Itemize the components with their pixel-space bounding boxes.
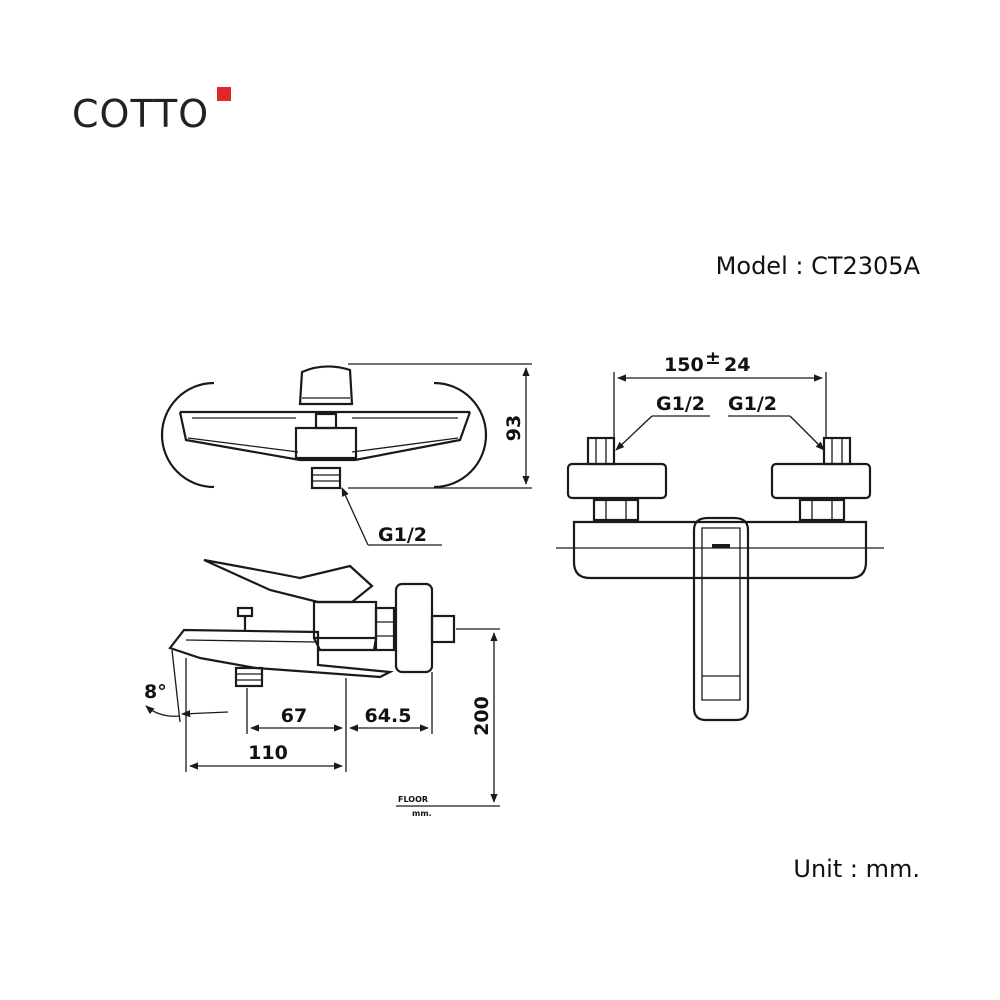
front-inlet-left: [586, 436, 616, 466]
front-inlet-right: [822, 436, 852, 466]
side-outlet: [234, 666, 264, 688]
brand-logo-text: COTTO: [72, 92, 210, 136]
front-flange-left: [566, 462, 668, 500]
front-spout: [692, 516, 750, 722]
side-lever: [203, 558, 374, 604]
front-inlet-left-label: G1/2: [656, 393, 705, 415]
side-body: [312, 600, 378, 640]
side-wall-flange: [394, 582, 434, 674]
front-body: [572, 520, 868, 580]
dim-64-5-text: 64.5: [365, 705, 412, 727]
top-outlet: [310, 466, 342, 490]
floor-label: FLOOR: [398, 795, 428, 804]
dim-tolerance-text: 24: [724, 354, 750, 376]
top-handle: [298, 365, 354, 406]
svg-text:±: ±: [705, 347, 721, 369]
front-view: 150 ± 24 G1/2 G1/2: [556, 347, 884, 722]
floor-unit: mm.: [412, 809, 432, 818]
dim-angle-text: 8°: [144, 681, 167, 703]
dim-200-text: 200: [471, 696, 493, 736]
top-body: [178, 410, 472, 462]
top-outlet-label: G1/2: [378, 524, 427, 546]
top-left-disc: [160, 381, 215, 489]
top-right-disc: [433, 381, 488, 489]
side-view: 67 64.5 110 8° 200 FLOOR mm.: [144, 558, 500, 818]
dim-93-text: 93: [503, 415, 525, 441]
dim-110-text: 110: [248, 742, 288, 764]
dim-67-text: 67: [281, 705, 307, 727]
side-spout: [168, 628, 394, 679]
top-view: 93 G1/2: [160, 363, 532, 546]
brand-logo-accent-square: [217, 87, 231, 101]
front-inlet-right-label: G1/2: [728, 393, 777, 415]
model-label: Model : CT2305A: [715, 252, 920, 280]
front-flange-right: [770, 462, 872, 500]
dim-150-text: 150: [664, 354, 704, 376]
unit-label: Unit : mm.: [793, 855, 920, 883]
